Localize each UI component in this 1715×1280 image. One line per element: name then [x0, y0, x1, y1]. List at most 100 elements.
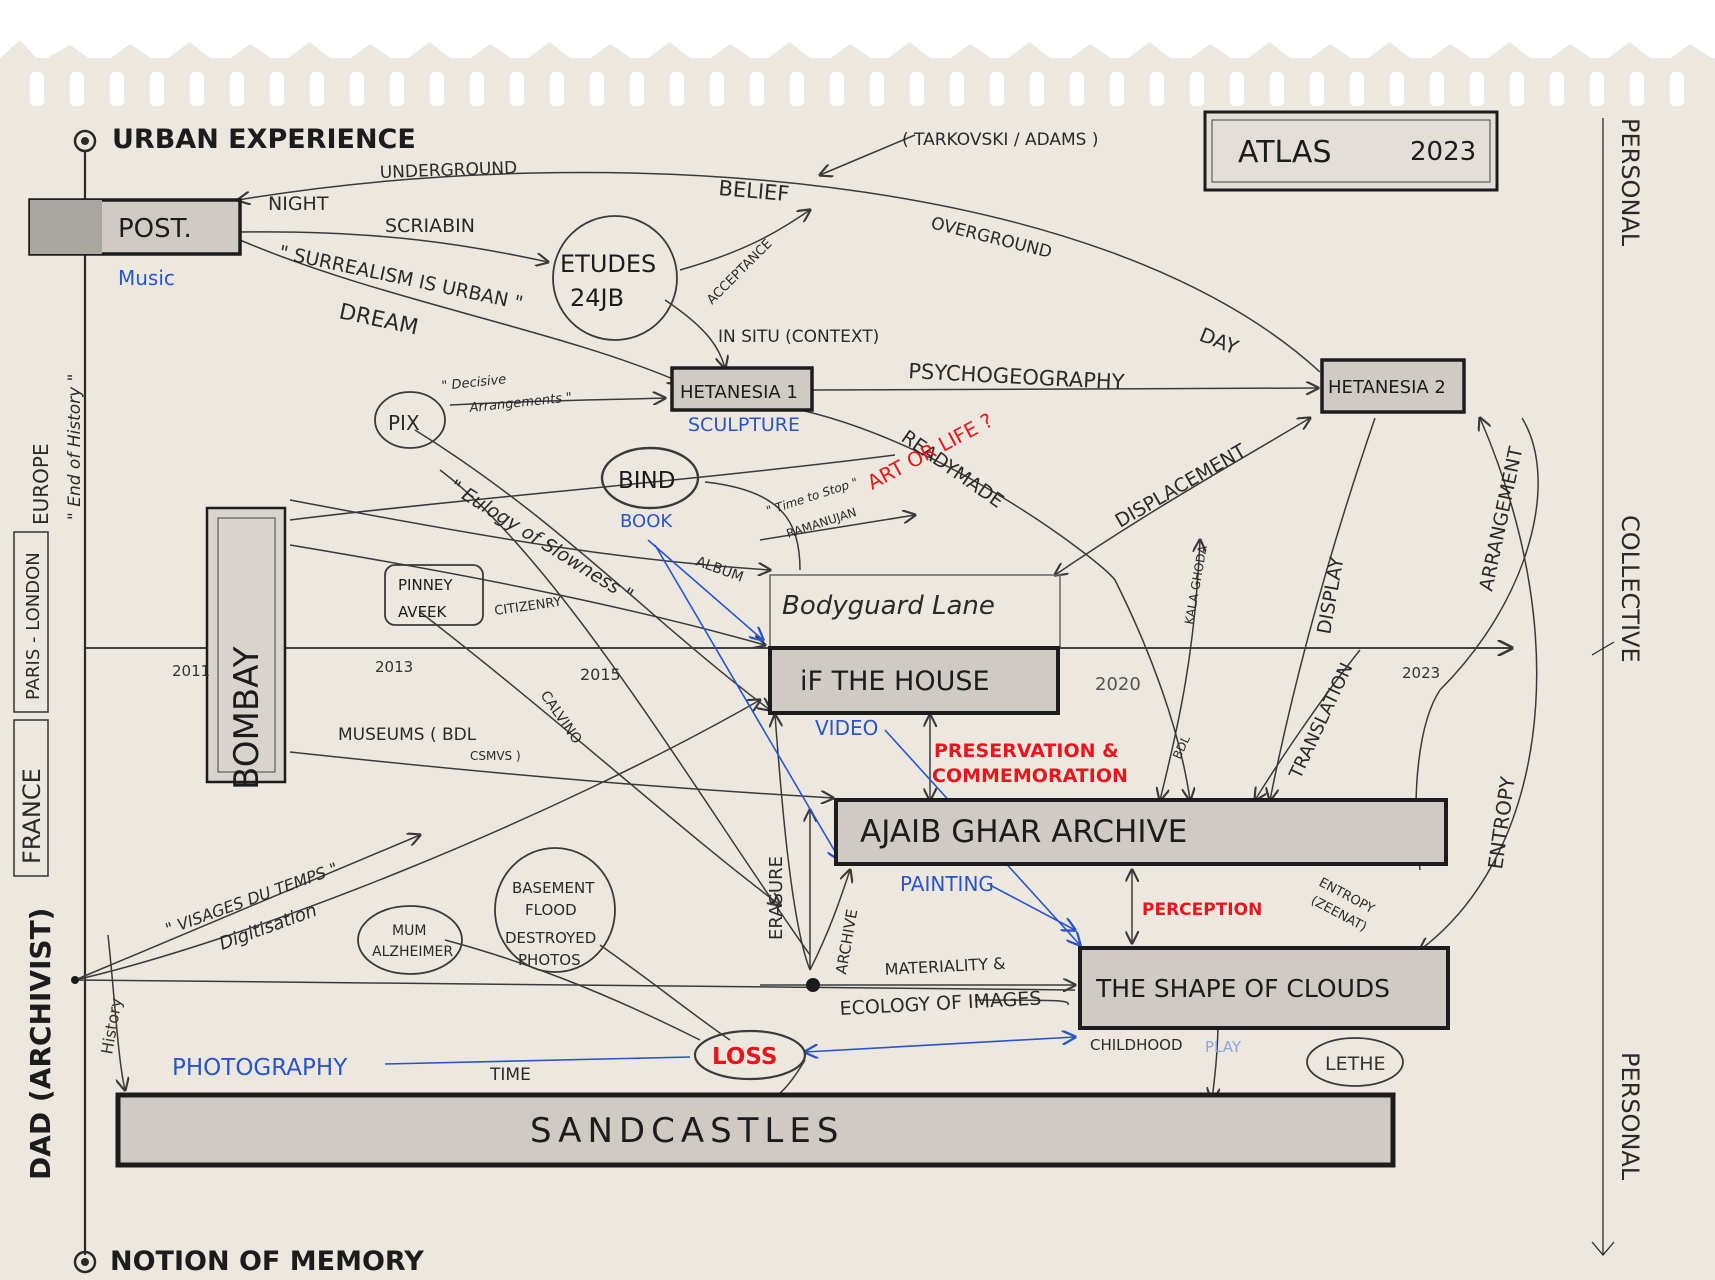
- visages-arrow: [74, 835, 420, 981]
- urban-experience-label: URBAN EXPERIENCE: [112, 124, 416, 155]
- display-arrow: [1270, 417, 1376, 800]
- flood-label: FLOOD: [525, 901, 577, 919]
- archive-junction-dot: [806, 978, 820, 992]
- video-label: VIDEO: [815, 716, 878, 740]
- pinney-aveek-box: [384, 564, 484, 626]
- etudes-circle: [552, 215, 678, 341]
- ajaib-ghar-box: AJAIB GHAR ARCHIVE: [834, 798, 1448, 866]
- right-collective: COLLECTIVE: [1616, 515, 1644, 663]
- acceptance-arrow: [679, 210, 810, 271]
- loss-label: LOSS: [712, 1044, 778, 1070]
- etudes-24jb-label: 24JB: [570, 284, 624, 312]
- time-to-stop-arrow: [759, 515, 915, 541]
- csmvs-label: CSMVS ): [470, 749, 521, 763]
- book-label: BOOK: [620, 511, 673, 532]
- alzheimer-label: ALZHEIMER: [372, 944, 453, 960]
- dad-junction-dot: [71, 976, 79, 984]
- night-day-arc: [238, 171, 1321, 373]
- photos-label: PHOTOS: [518, 951, 581, 969]
- sandcastles-box: SANDCASTLES: [115, 1092, 1396, 1168]
- heterotopia1-label: HETANESIA 1: [680, 382, 798, 403]
- paris-london-box: [13, 531, 49, 713]
- painting-to-clouds: [989, 884, 1075, 930]
- dad-to-house: [74, 700, 760, 981]
- pix-label: PIX: [388, 411, 420, 435]
- tarkovski-arrow: [820, 134, 916, 175]
- loss-circle: [693, 1029, 807, 1081]
- france-label: FRANCE: [18, 768, 46, 864]
- in-situ-arrow: [664, 299, 725, 368]
- time-label: TIME: [489, 1065, 531, 1085]
- surrealism-arrow: [239, 239, 680, 382]
- ecology-line: [974, 999, 1069, 1006]
- book-to-ajaib: [654, 544, 840, 860]
- bombay-box: BOMBAY: [205, 506, 287, 790]
- preservation-label: PRESERVATION &: [934, 740, 1119, 762]
- sandcastles-label: SANDCASTLES: [530, 1111, 844, 1151]
- shape-of-clouds-label: THE SHAPE OF CLOUDS: [1095, 974, 1390, 1003]
- sculpture-label: SCULPTURE: [688, 414, 800, 436]
- painting-label: PAINTING: [900, 872, 994, 896]
- pix-circle: [374, 391, 446, 449]
- aveek-label: AVEEK: [398, 603, 448, 621]
- mum-label: MUM: [392, 923, 426, 939]
- end-of-history-label: " End of History ": [65, 374, 85, 520]
- right-personal-top: PERSONAL: [1616, 118, 1644, 247]
- scriabin-label: SCRIABIN: [385, 215, 475, 237]
- notion-of-memory-label: NOTION OF MEMORY: [110, 1246, 424, 1277]
- connections: [74, 134, 1539, 1100]
- book-to-house: [647, 539, 763, 640]
- year-2011: 2011: [172, 662, 210, 680]
- atlas-title: ATLAS: [1238, 135, 1332, 170]
- calvino-arrow: [419, 611, 780, 905]
- museums-arrow: [289, 751, 833, 798]
- in-situ-label: IN SITU (CONTEXT): [718, 327, 879, 347]
- post-label: POST.: [118, 214, 192, 244]
- year-2020: 2020: [1095, 674, 1141, 695]
- bind-circle: [600, 446, 700, 510]
- basement-circle: [494, 847, 616, 973]
- bodyguard-lane-label: Bodyguard Lane: [782, 591, 995, 621]
- mum-to-loss: [444, 939, 701, 1041]
- if-the-house-label: iF THE HOUSE: [800, 666, 990, 697]
- childhood-label: CHILDHOOD: [1090, 1036, 1183, 1054]
- music-label: Music: [118, 266, 175, 290]
- bodyguard-lane-box: Bodyguard Lane: [769, 574, 1061, 648]
- france-box: [13, 719, 49, 877]
- night-label: NIGHT: [268, 193, 329, 215]
- bombay-label: BOMBAY: [227, 646, 267, 790]
- lethe-circle: [1306, 1037, 1404, 1087]
- shape-of-clouds-box: THE SHAPE OF CLOUDS: [1078, 946, 1450, 1030]
- mum-circle: [357, 905, 463, 975]
- heterotopia2-box: HETANESIA 2: [1320, 358, 1466, 414]
- loss-childhood-arrow: [805, 1037, 1075, 1052]
- erasure-arrow: [775, 715, 811, 971]
- scriabin-arrow: [239, 231, 548, 262]
- europe-label: EUROPE: [29, 443, 53, 525]
- year-2015: 2015: [580, 665, 621, 684]
- eulogy-line: [439, 469, 811, 956]
- year-2023: 2023: [1402, 664, 1440, 682]
- lethe-label: LETHE: [1325, 1053, 1386, 1075]
- decisive-label: " Decisive: [441, 372, 507, 394]
- media-connections: [384, 539, 1080, 1065]
- psychogeography-arrow: [811, 388, 1318, 390]
- circle-nodes: [357, 215, 1404, 1087]
- photography-label: PHOTOGRAPHY: [172, 1055, 348, 1081]
- bombay-to-heterotopia1: [289, 454, 896, 521]
- underground-label: UNDERGROUND: [379, 158, 517, 183]
- heterotopia1-box: HETANESIA 1: [670, 366, 814, 412]
- entropy-arc: [1420, 418, 1538, 950]
- translation-arrow: [1255, 649, 1361, 800]
- bind-label: BIND: [618, 468, 675, 494]
- bombay-to-bodyguard: [289, 499, 770, 570]
- kala-ghoda-arrow: [1160, 540, 1200, 800]
- post-box: POST.: [28, 198, 242, 256]
- destroyed-label: DESTROYED: [505, 929, 596, 947]
- atlas-year: 2023: [1410, 137, 1476, 167]
- archive-arrow: [809, 870, 850, 971]
- tarkovski-label: ( TARKOVSKI / ADAMS ): [902, 130, 1099, 150]
- etudes-label: ETUDES: [560, 250, 656, 278]
